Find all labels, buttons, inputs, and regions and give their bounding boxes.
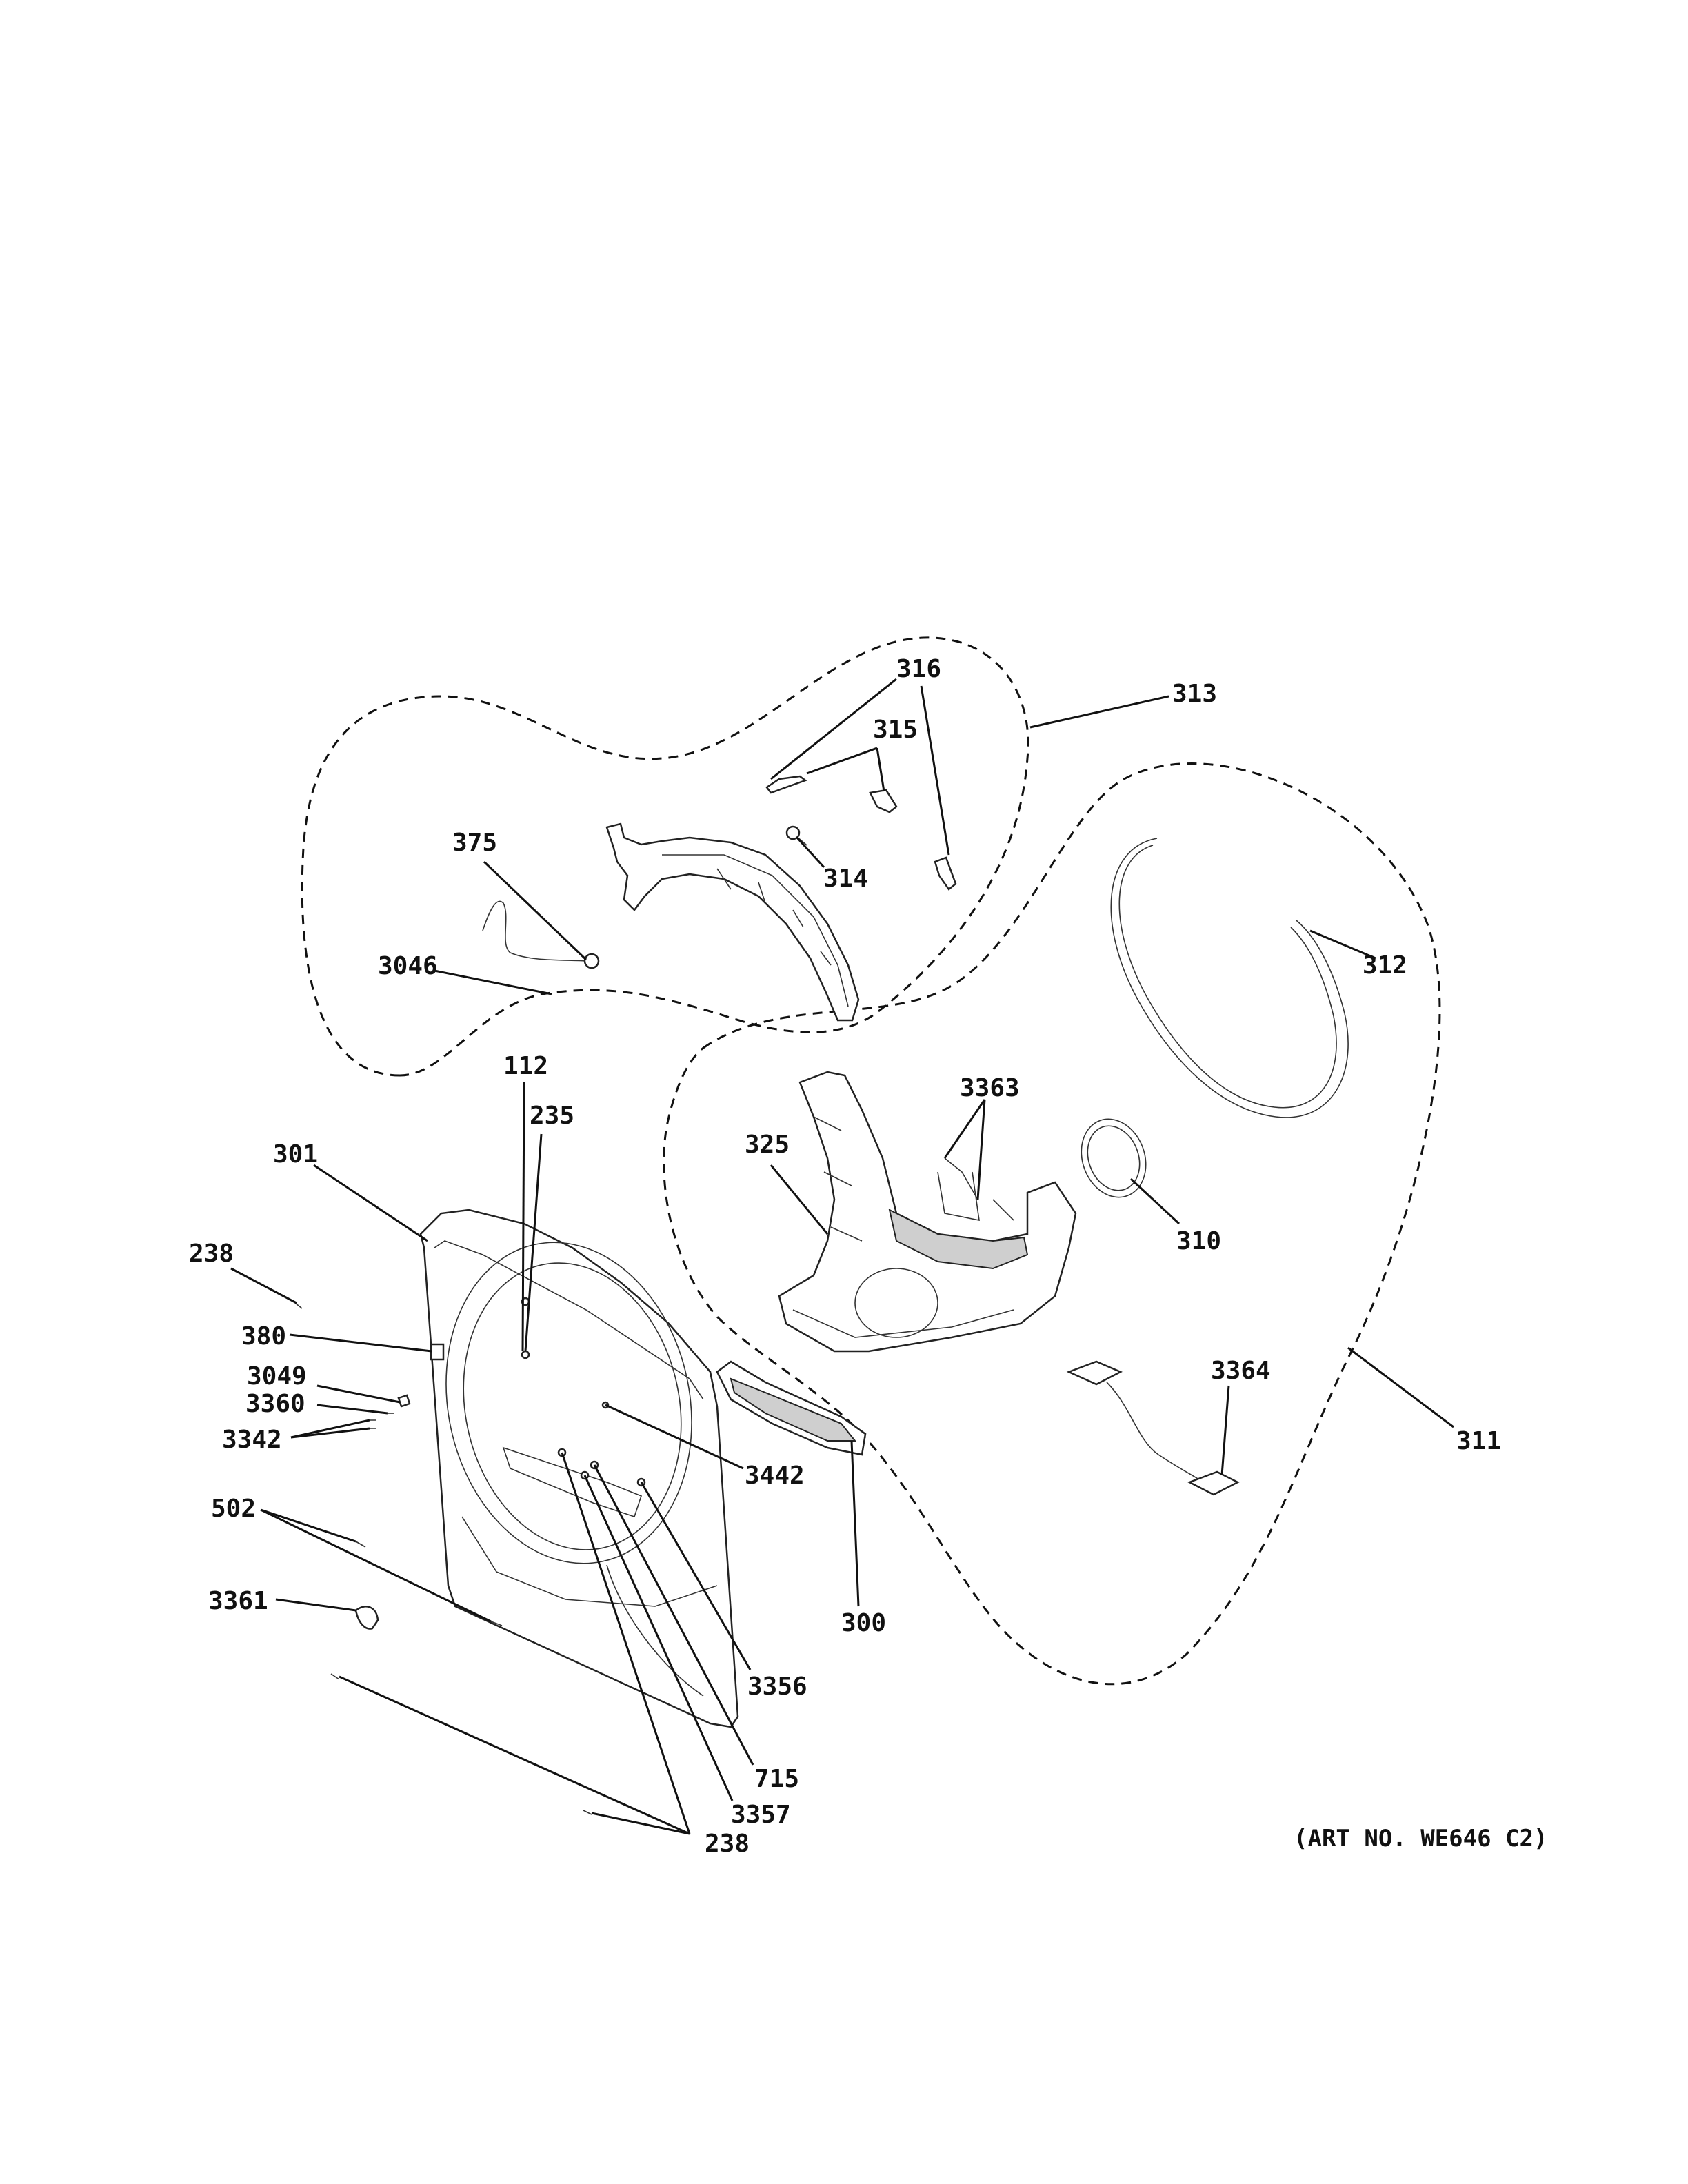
strip-3363-a [944, 1157, 978, 1200]
callout-325: 325 [745, 1131, 790, 1159]
clip-315 [869, 789, 898, 813]
callout-3360: 3360 [245, 1390, 305, 1418]
callout-3046: 3046 [378, 952, 438, 980]
callout-312: 312 [1363, 951, 1407, 980]
lower-assembly-outline [663, 762, 1441, 1686]
screw-502-a [355, 1541, 366, 1548]
callout-3342: 3342 [222, 1426, 282, 1454]
callout-300: 300 [841, 1609, 886, 1637]
callout-502: 502 [211, 1495, 256, 1523]
callout-314: 314 [823, 865, 868, 893]
callout-3363: 3363 [960, 1074, 1020, 1102]
screw-502-b [490, 1621, 503, 1626]
callout-301: 301 [273, 1140, 318, 1169]
callout-3049: 3049 [247, 1362, 307, 1391]
callout-311: 311 [1456, 1427, 1501, 1455]
art-number: (ART NO. WE646 C2) [1294, 1825, 1547, 1852]
knob-3361 [354, 1606, 379, 1630]
upper-assembly-outline [301, 636, 1029, 1077]
callout-235: 235 [530, 1102, 574, 1130]
callout-112: 112 [503, 1052, 548, 1080]
callout-3357: 3357 [731, 1801, 791, 1829]
duct-bracket-upper [605, 822, 860, 1022]
leader-lines [230, 678, 1454, 1835]
callout-3364: 3364 [1211, 1357, 1271, 1385]
ring-seal-310 [1081, 1118, 1147, 1198]
screw-314 [785, 825, 807, 846]
seal-312 [1110, 838, 1349, 1118]
callout-310: 310 [1176, 1227, 1221, 1255]
wire-375 [482, 900, 587, 962]
clip-316-lower [934, 856, 957, 891]
callout-3356: 3356 [747, 1672, 807, 1701]
wire-harness-3364 [1066, 1360, 1240, 1496]
screw-238-lower-a [330, 1673, 340, 1680]
callout-238-left: 238 [189, 1240, 234, 1268]
callout-715: 715 [754, 1765, 799, 1793]
clip-316-upper [765, 775, 807, 794]
panel-300 [716, 1360, 867, 1456]
screw-238-lower-b [583, 1810, 592, 1815]
callout-3442: 3442 [745, 1462, 805, 1490]
front-panel-301 [419, 1209, 739, 1728]
callout-3361: 3361 [208, 1587, 268, 1615]
callout-313: 313 [1172, 680, 1217, 708]
callout-380: 380 [241, 1322, 286, 1351]
strip-3363-b [992, 1199, 1014, 1221]
callout-375: 375 [452, 829, 497, 857]
sensor-375 [583, 953, 600, 969]
duct-325 [778, 1071, 1077, 1353]
bracket-3049 [397, 1394, 411, 1408]
callout-238-bottom: 238 [705, 1830, 750, 1858]
callout-316: 316 [896, 655, 941, 683]
pin-3342 [370, 1419, 376, 1429]
callout-315: 315 [873, 716, 918, 744]
screw-238-top [294, 1302, 303, 1309]
